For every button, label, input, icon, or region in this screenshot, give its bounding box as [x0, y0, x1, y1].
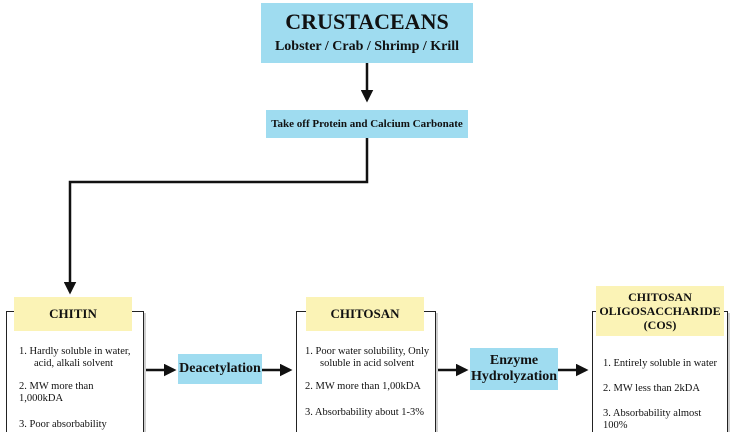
cos-title-box: CHITOSAN OLIGOSACCHARIDE (COS)	[596, 286, 724, 336]
chitosan-title-box: CHITOSAN	[306, 297, 424, 331]
protein-removal-step: Take off Protein and Calcium Carbonate	[266, 110, 468, 138]
chitosan-item-2: 2. MW more than 1,00kDA	[305, 381, 421, 392]
cos-item-1: 1. Entirely soluble in water	[603, 358, 718, 369]
chitosan-properties: 1. Poor water solubility, Only soluble i…	[305, 346, 433, 419]
hydrolyzation-label-line2: Hydrolyzation	[470, 369, 558, 384]
cos-item-3: 3. Absorbability almost 100%	[603, 408, 702, 431]
hydrolyzation-step: Enzyme Hydrolyzation	[470, 348, 558, 390]
chitosan-item-1-cont: soluble in acid solvent	[320, 358, 415, 369]
deacetylation-step: Deacetylation	[178, 354, 262, 384]
crustaceans-subtitle: Lobster / Crab / Shrimp / Krill	[274, 39, 460, 54]
chitin-properties: 1. Hardly soluble in water, acid, alkali…	[19, 346, 139, 431]
crustaceans-box: CRUSTACEANS Lobster / Crab / Shrimp / Kr…	[261, 3, 473, 63]
chitin-item-1-cont: acid, alkali solvent	[34, 358, 114, 369]
chitin-item-3: 3. Poor absorbability	[19, 419, 107, 430]
cos-title-line3: (COS)	[643, 318, 677, 332]
chitin-title-box: CHITIN	[14, 297, 132, 331]
protein-removal-label: Take off Protein and Calcium Carbonate	[271, 118, 463, 130]
crustaceans-title: CRUSTACEANS	[285, 9, 449, 34]
cos-title-line1: CHITOSAN	[628, 290, 692, 304]
chitosan-item-3: 3. Absorbability about 1-3%	[305, 407, 424, 418]
cos-item-2: 2. MW less than 2kDA	[603, 383, 700, 394]
chitin-item-2: 2. MW more than 1,000kDA	[19, 381, 94, 404]
cos-properties: 1. Entirely soluble in water 2. MW less …	[603, 358, 725, 432]
hydrolyzation-label-line1: Enzyme	[489, 353, 539, 368]
cos-title-line2: OLIGOSACCHARIDE	[599, 304, 721, 318]
arrow-treatment-to-chitin	[63, 138, 369, 295]
chitin-item-1: 1. Hardly soluble in water,	[19, 346, 131, 357]
chitin-title: CHITIN	[49, 306, 97, 321]
deacetylation-label: Deacetylation	[179, 361, 261, 376]
chitosan-item-1: 1. Poor water solubility, Only	[305, 346, 430, 357]
chitosan-title: CHITOSAN	[330, 306, 400, 321]
